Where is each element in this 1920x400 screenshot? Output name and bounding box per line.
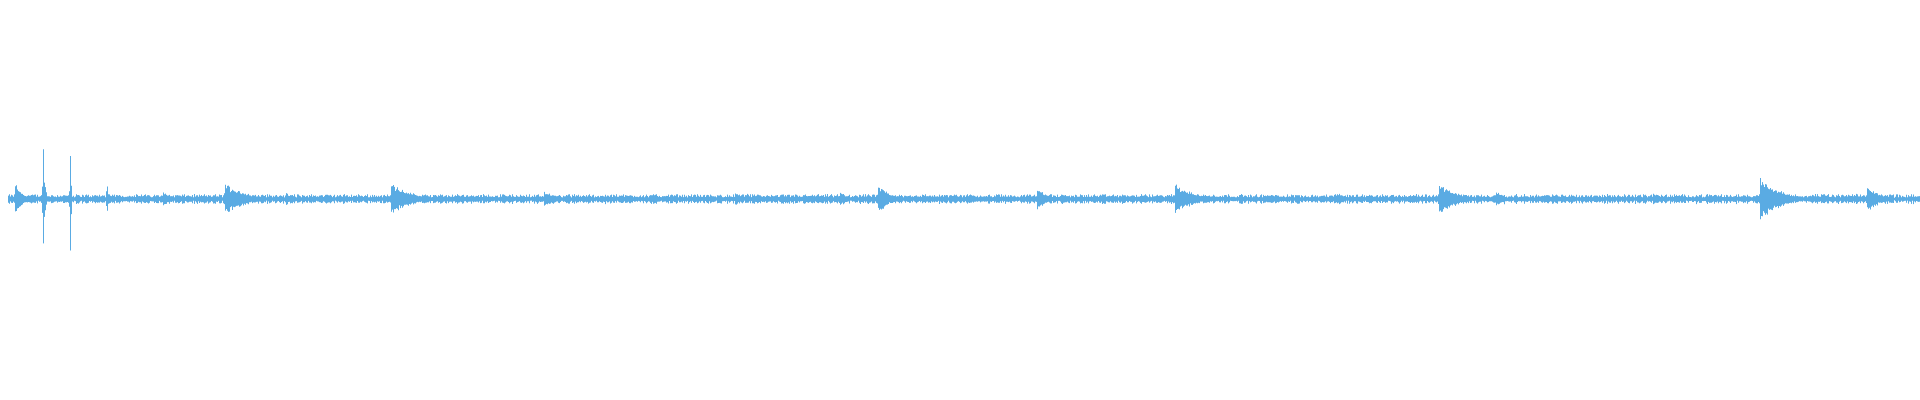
waveform-trace — [8, 149, 1920, 251]
waveform-path — [8, 149, 1920, 251]
